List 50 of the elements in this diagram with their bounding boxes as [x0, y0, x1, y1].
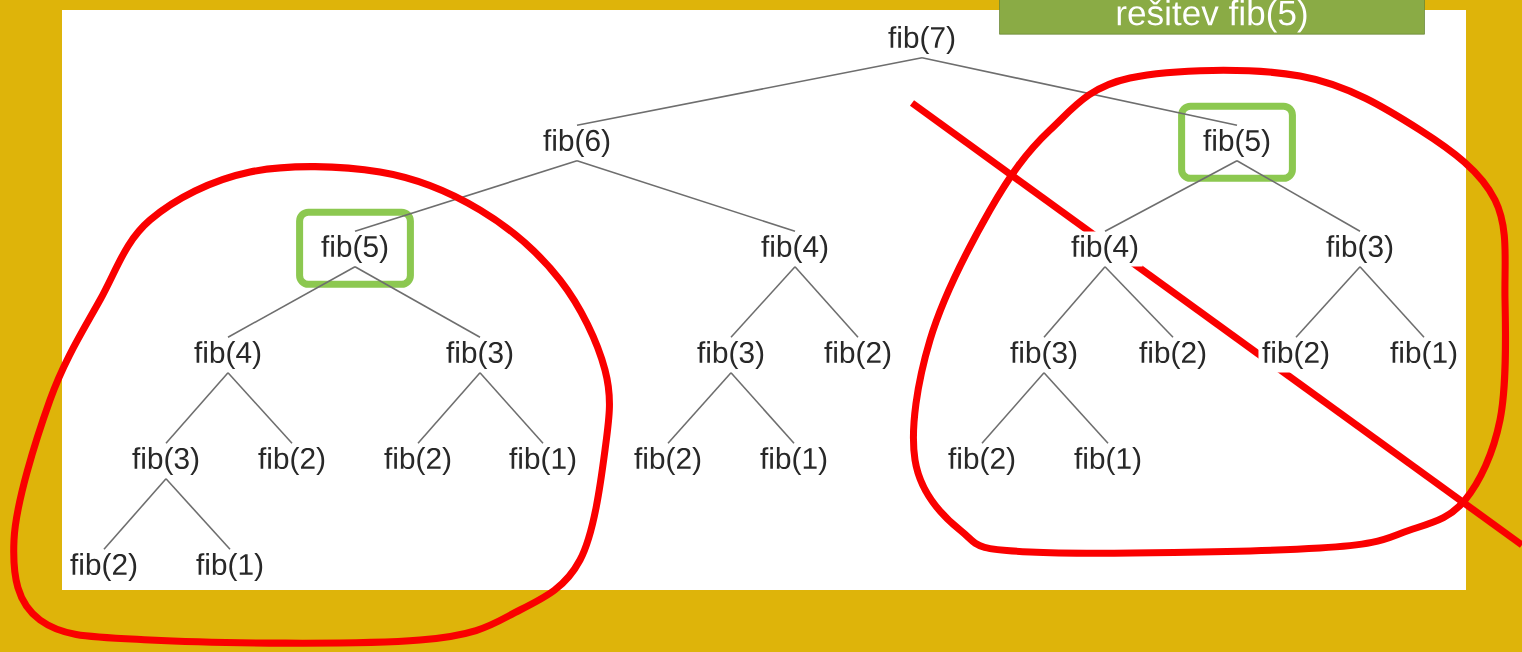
tree-node: fib(2)	[820, 337, 896, 373]
tree-node: fib(1)	[1070, 443, 1146, 479]
tree-line	[730, 372, 795, 445]
tree-node: fib(3)	[442, 337, 518, 373]
tree-node: fib(7)	[884, 22, 960, 58]
tree-node: fib(6)	[539, 125, 615, 161]
tree-line	[576, 160, 796, 232]
tree-line	[921, 57, 1238, 126]
tree-node: fib(3)	[128, 443, 204, 479]
tree-node: fib(2)	[1258, 337, 1334, 373]
tree-node: fib(3)	[1322, 231, 1398, 267]
tree-node: fib(2)	[66, 549, 142, 585]
callout-box: rešitev fib(5)	[999, 0, 1425, 35]
tree-line	[417, 372, 481, 445]
tree-line	[1236, 160, 1361, 232]
tree-node: fib(2)	[380, 443, 456, 479]
tree-node: fib(1)	[1386, 337, 1462, 373]
tree-node: fib(1)	[192, 549, 268, 585]
tree-line	[576, 57, 923, 126]
tree-line	[667, 372, 732, 445]
tree-line	[1104, 160, 1238, 232]
tree-node: fib(5)	[317, 231, 393, 267]
tree-node: fib(1)	[756, 443, 832, 479]
tree-node: fib(1)	[505, 443, 581, 479]
tree-node: fib(4)	[757, 231, 833, 267]
tree-node: fib(5)	[1199, 125, 1275, 161]
tree-node: fib(4)	[1067, 231, 1143, 267]
tree-node: fib(2)	[630, 443, 706, 479]
tree-node: fib(4)	[190, 337, 266, 373]
tree-node: fib(2)	[1135, 337, 1211, 373]
tree-line	[479, 372, 544, 445]
tree-node: fib(3)	[1006, 337, 1082, 373]
tree-line	[730, 266, 796, 338]
tree-line	[354, 266, 481, 338]
tree-line	[227, 372, 293, 445]
tree-line	[794, 266, 859, 338]
tree-line	[1295, 266, 1361, 338]
tree-line	[165, 372, 229, 445]
tree-line	[981, 372, 1045, 445]
tree-line	[354, 160, 578, 232]
tree-line	[1359, 266, 1425, 338]
tree-line	[1043, 372, 1109, 445]
tree-node: fib(2)	[254, 443, 330, 479]
tree-line	[1104, 266, 1174, 338]
tree-line	[165, 478, 231, 550]
tree-line	[103, 478, 167, 550]
tree-line	[1043, 266, 1106, 338]
tree-line	[227, 266, 356, 338]
tree-node: fib(2)	[944, 443, 1020, 479]
tree-node: fib(3)	[693, 337, 769, 373]
